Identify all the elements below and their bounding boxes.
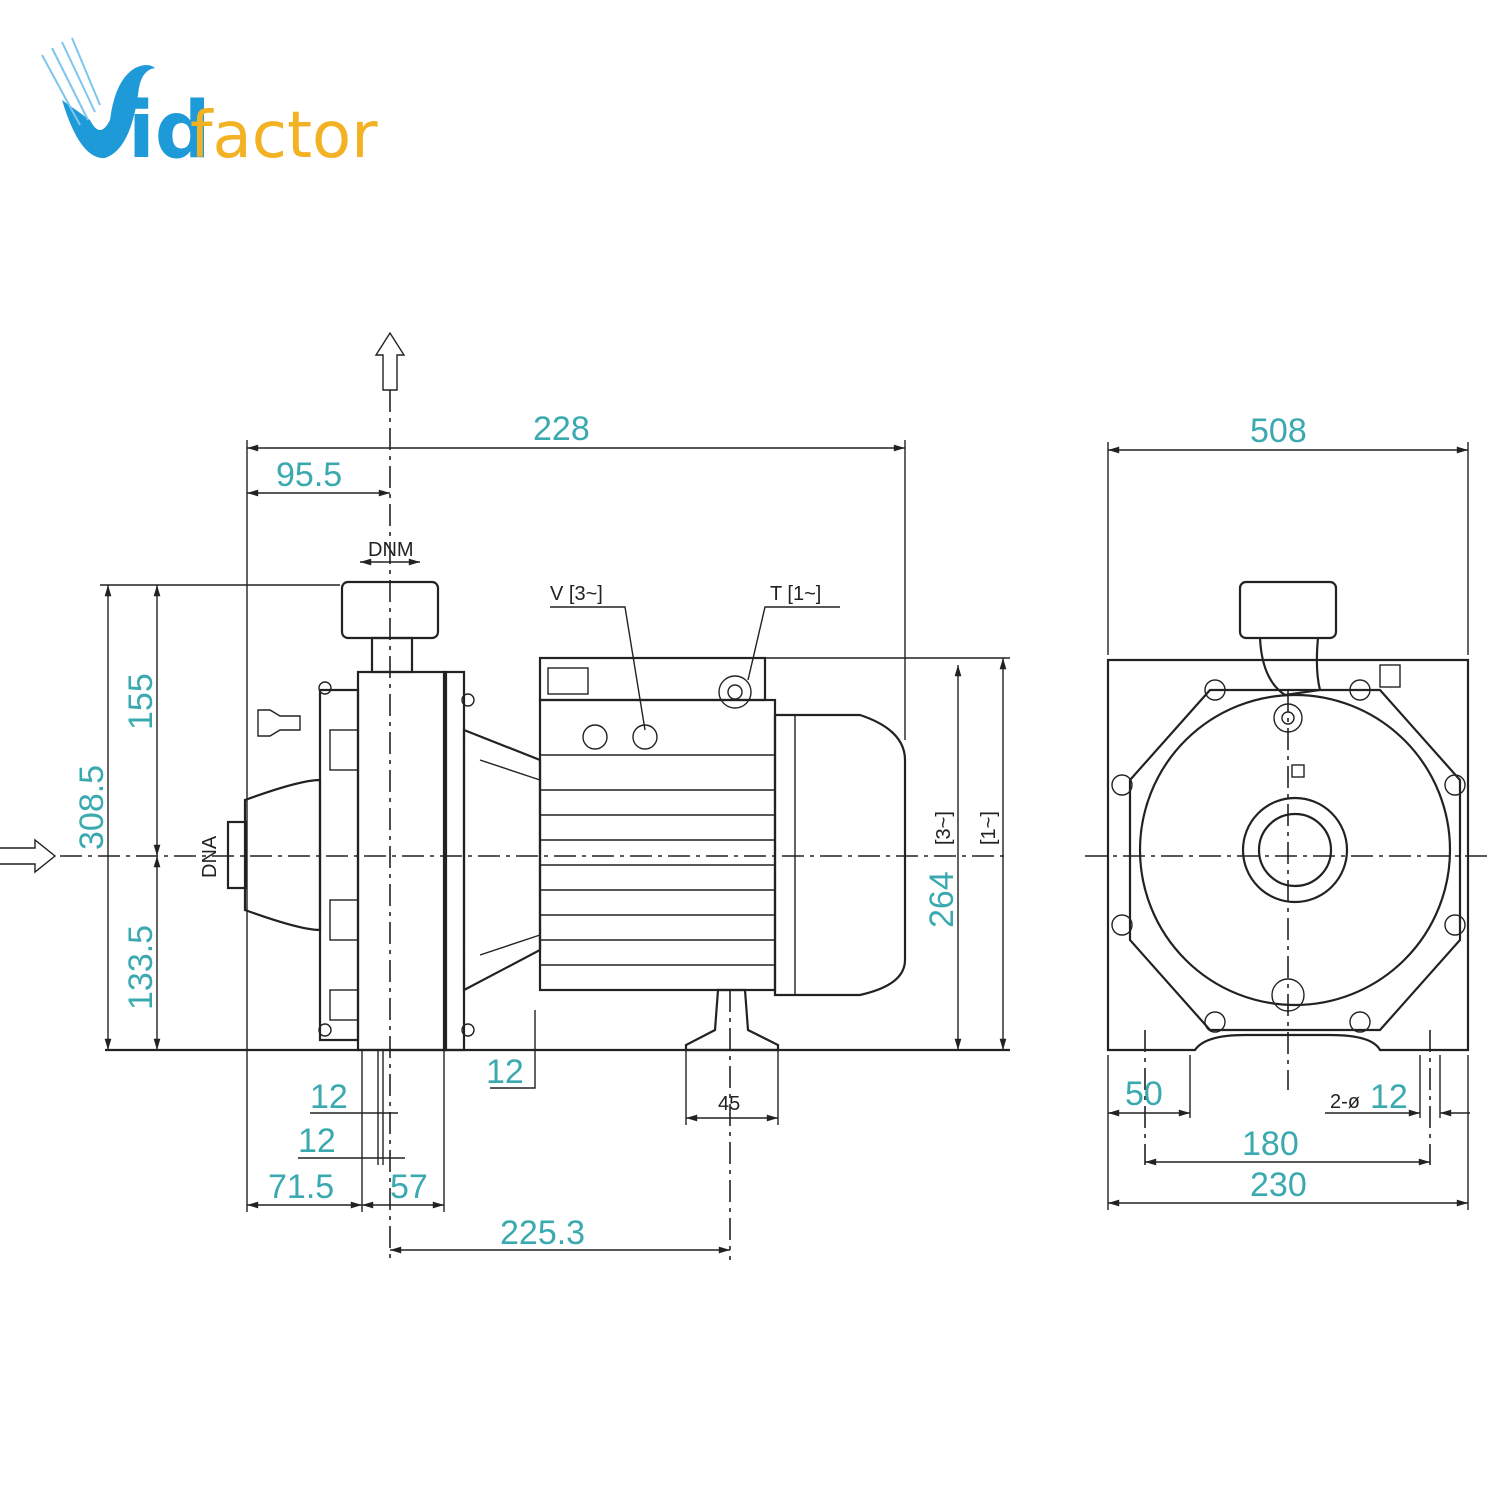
inlet-arrow-icon <box>0 838 57 874</box>
side-view: 228 95.5 DNM V [3~] T [1~] 155 308.5 133… <box>0 331 1010 1260</box>
bird-icon <box>41 37 155 159</box>
label-terminal: T [1~] <box>770 583 821 605</box>
label-holes-prefix: 2-ø <box>1330 1091 1360 1113</box>
dim-front-to-axis: 71.5 <box>268 1168 334 1206</box>
dim-foot-width-front: 50 <box>1125 1075 1163 1113</box>
logo-text-id: id <box>128 86 211 176</box>
dim-motor-height: 264 <box>923 871 961 928</box>
dim-foot-width: 45 <box>718 1093 740 1115</box>
logo-text-factor: factor <box>190 99 378 173</box>
dim-flange-b: 12 <box>298 1122 336 1160</box>
dim-total-height: 308.5 <box>73 765 111 850</box>
dim-axis-to-flange: 57 <box>390 1168 428 1206</box>
label-dnm: DNM <box>368 539 414 561</box>
outlet-arrow-icon <box>374 331 406 391</box>
dim-hole-diameter: 12 <box>1370 1078 1408 1116</box>
label-voltage: V [3~] <box>550 583 603 605</box>
dim-height-above-axis: 155 <box>122 673 160 730</box>
label-single-phase: [1~] <box>978 811 1000 845</box>
dim-axis-to-foot: 225.3 <box>500 1214 585 1252</box>
vidfactor-logo: id factor <box>41 37 378 176</box>
front-view: 508 50 2-ø 12 180 230 <box>1085 412 1490 1210</box>
dim-overall-length: 228 <box>533 410 590 448</box>
dim-hole-spacing: 180 <box>1242 1125 1299 1163</box>
dim-outlet-offset: 95.5 <box>276 456 342 494</box>
dim-height-below-axis: 133.5 <box>122 925 160 1010</box>
dim-flange-a: 12 <box>310 1078 348 1116</box>
dim-base-width: 230 <box>1250 1166 1307 1204</box>
label-dna: DNA <box>199 835 221 878</box>
label-three-phase: [3~] <box>933 811 955 845</box>
dim-overall-height: 508 <box>1250 412 1307 450</box>
dim-foot-thickness: 12 <box>486 1053 524 1091</box>
